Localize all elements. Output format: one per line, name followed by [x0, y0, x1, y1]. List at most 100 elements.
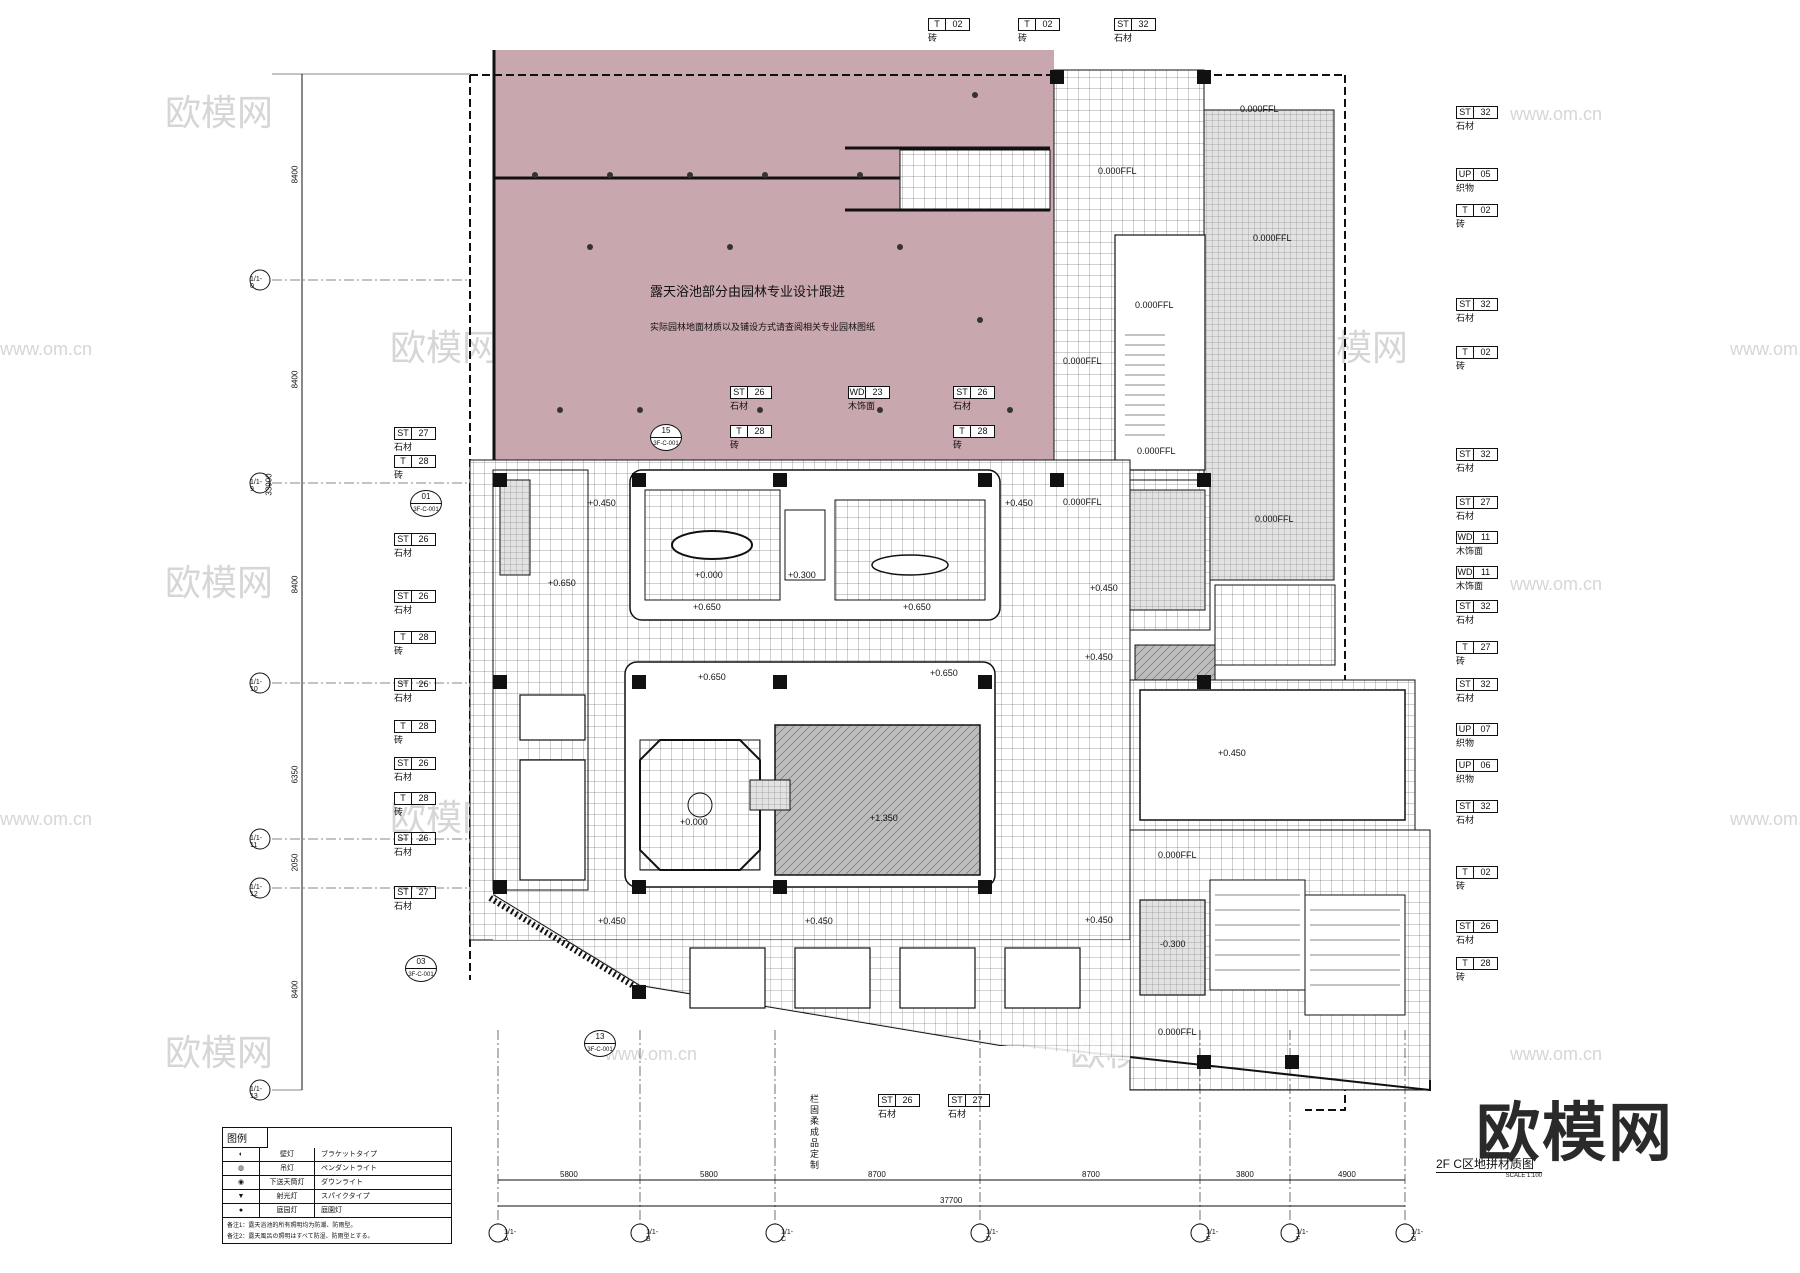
legend-row: ◍吊灯ペンダントライト — [223, 1162, 451, 1176]
level-label: -0.300 — [1160, 939, 1186, 949]
seating-alcoves — [689, 947, 1081, 1009]
lower-stair-treads — [1215, 894, 1400, 986]
watermark-url: www.om.cn — [1509, 1044, 1602, 1064]
outdoor-pool-area — [494, 50, 1054, 470]
level-label: 0.000FFL — [1240, 104, 1279, 114]
wood-deck-room — [1203, 109, 1335, 581]
level-label: +0.300 — [788, 570, 816, 580]
watermark: 欧模网 — [165, 562, 273, 603]
level-label: +0.450 — [1218, 748, 1246, 758]
watermark-logo: 欧模网 — [1476, 1097, 1674, 1171]
pool-note-sub: 实际园林地面材质以及铺设方式请查阅相关专业园林图纸 — [650, 321, 875, 332]
legend-row: ◐壁灯ブラケットタイプ — [223, 1148, 451, 1162]
level-label: +0.450 — [588, 498, 616, 508]
level-label: +0.450 — [1090, 583, 1118, 593]
bath-right-basin — [871, 554, 949, 576]
level-label: 0.000FFL — [1063, 497, 1102, 507]
watermark-url: www.om.cn — [0, 339, 92, 359]
watermark: 欧模网 — [165, 1032, 273, 1073]
level-label: 0.000FFL — [1098, 166, 1137, 176]
level-label: 0.000FFL — [1137, 446, 1176, 456]
watermark-url: www.om.cn — [1729, 339, 1800, 359]
level-label: +0.450 — [805, 916, 833, 926]
small-bath — [1139, 899, 1206, 996]
level-label: +0.450 — [1085, 652, 1113, 662]
drawing-title-block: 2F C区地拼材质图 SCALE 1:100 — [1436, 1155, 1543, 1179]
bath-left-basin — [671, 530, 753, 560]
level-label: +0.650 — [903, 602, 931, 612]
watermark-url: www.om.cn — [604, 1044, 697, 1064]
watermark: 欧模网 — [165, 92, 273, 133]
legend-row: ●庭园灯庭園灯 — [223, 1204, 451, 1218]
level-label: +0.450 — [1005, 498, 1033, 508]
level-label: +0.650 — [548, 578, 576, 588]
drawing-title: 2F C区地拼材质图 — [1436, 1155, 1543, 1173]
stairwell — [1114, 234, 1206, 471]
pool-stair — [899, 149, 1051, 211]
pool-lights — [532, 92, 1013, 413]
level-label: 0.000FFL — [1158, 850, 1197, 860]
watermark-url: www.om.cn — [0, 809, 92, 829]
level-label: +1.350 — [870, 813, 898, 823]
watermark-url: www.om.cn — [1509, 104, 1602, 124]
stair-flight-a — [1209, 879, 1306, 991]
custom-note: 栏固柔成品定制 — [810, 1094, 820, 1170]
level-label: +0.450 — [598, 916, 626, 926]
stone-bath-floor — [774, 724, 981, 876]
step-block — [749, 779, 791, 811]
legend-note: 备注2：露天風呂の照明はすべて防湿、防雨型とする。 — [227, 1234, 374, 1240]
level-label: +0.650 — [693, 602, 721, 612]
wc-area — [1214, 584, 1336, 666]
level-label: 0.000FFL — [1158, 1027, 1197, 1037]
drawing-scale: SCALE 1:100 — [1505, 1173, 1543, 1179]
watermark-url: www.om.cn — [1509, 574, 1602, 594]
level-label: 0.000FFL — [1255, 514, 1294, 524]
stair-treads — [1125, 334, 1165, 436]
legend-note: 备注1：露天浴池的所有照明均为防潮、防雨型。 — [227, 1223, 357, 1229]
watermark: 欧模网 — [390, 327, 498, 368]
level-label: +0.000 — [695, 570, 723, 580]
level-label: +0.650 — [698, 672, 726, 682]
level-label: +0.650 — [930, 668, 958, 678]
